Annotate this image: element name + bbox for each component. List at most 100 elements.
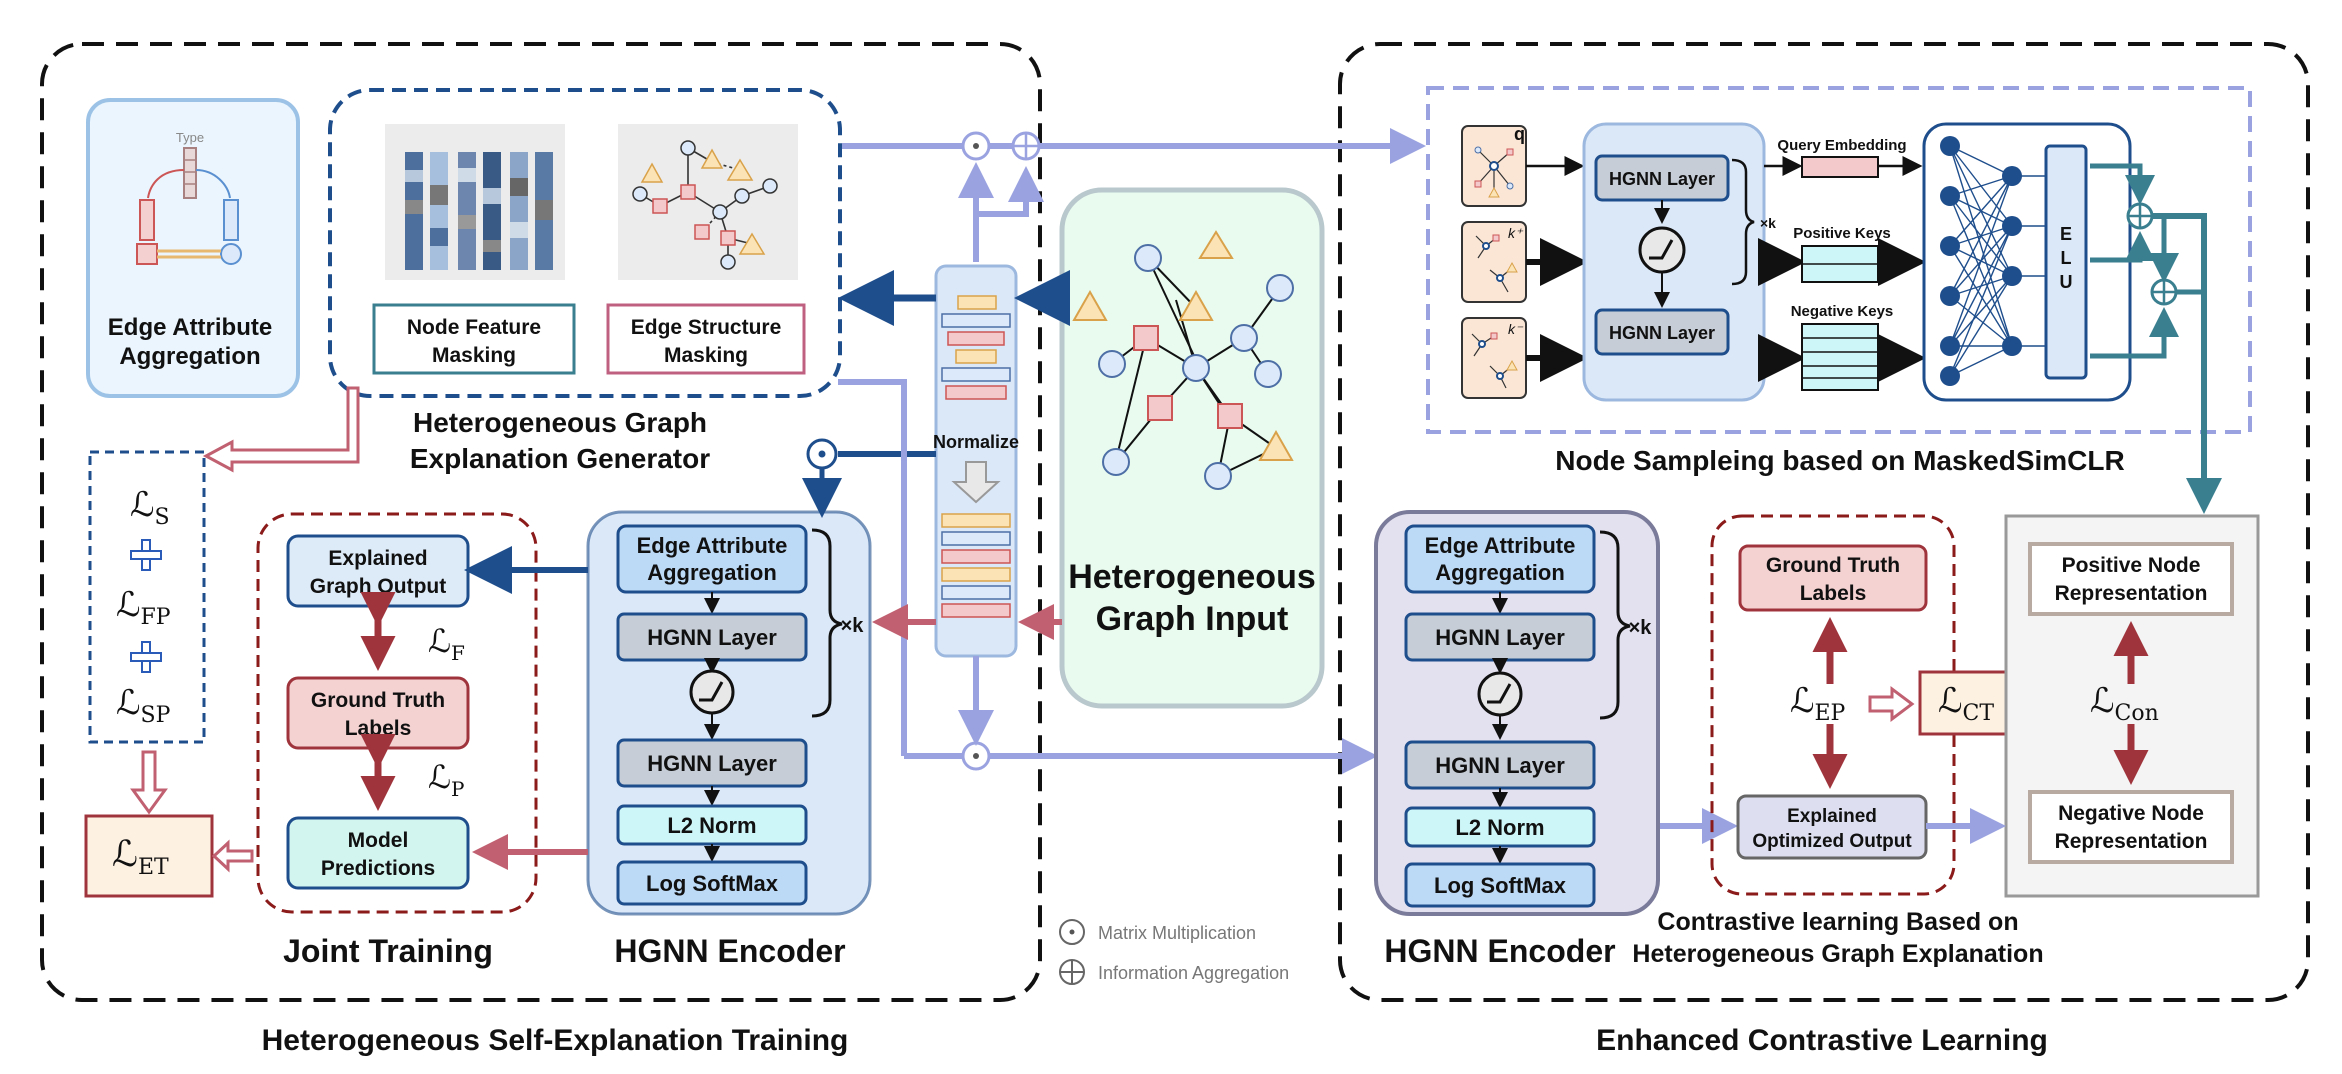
k-neg-label: k⁻	[1508, 321, 1524, 337]
normalize-branch-up-arrow	[976, 166, 1044, 217]
positive-line2: Representation	[2055, 582, 2208, 605]
negative-keys-label: Negative Keys	[1791, 303, 1894, 320]
model-predictions-box	[286, 816, 470, 890]
left-panel-title: Heterogeneous Self-Explanation Training	[262, 1024, 849, 1057]
svg-text:ℒFP: ℒFP	[116, 585, 171, 630]
node-sampling-title: Node Sampleing based on MaskedSimCLR	[1555, 445, 2124, 476]
gt-line2: Labels	[345, 717, 412, 740]
matrix-multiplication-icon	[806, 438, 838, 470]
explained-line1: Explained	[328, 547, 427, 570]
right-l2-norm-label: L2 Norm	[1455, 815, 1544, 840]
aggregation-icon	[1011, 131, 1041, 161]
edge-attr-label-line2: Aggregation	[119, 343, 260, 370]
right-repeat-label: ×k	[1629, 617, 1653, 639]
feature-columns	[405, 152, 553, 270]
right-panel-title: Enhanced Contrastive Learning	[1596, 1024, 2048, 1057]
right-explained-line2: Optimized Output	[1752, 831, 1912, 852]
edge-attr-label-line1: Edge Attribute	[108, 314, 272, 341]
right-log-softmax-label: Log SoftMax	[1434, 873, 1567, 898]
right-enc-edge-line2: Aggregation	[1435, 560, 1565, 585]
left-log-softmax	[616, 860, 808, 906]
left-encoder-title: HGNN Encoder	[614, 933, 845, 969]
svg-text:ℒSP: ℒSP	[116, 683, 171, 728]
graph-input-box: Heterogeneous Graph Input	[1059, 187, 1325, 709]
gt-line1: Ground Truth	[311, 689, 445, 712]
aggregation-icon	[2150, 278, 2178, 306]
pred-line1: Model	[348, 829, 409, 852]
contrastive-title-line1: Contrastive learning Based on	[1657, 908, 2018, 936]
right-gt-line2: Labels	[1800, 582, 1867, 605]
right-hgnn-encoder: Edge Attribute Aggregation HGNN Layer HG…	[1374, 510, 1660, 916]
svg-text:ℒS: ℒS	[130, 485, 170, 530]
aggregation-icon	[2126, 202, 2154, 230]
matrix-multiplication-icon	[1059, 919, 1085, 945]
sampling-hgnn-layer-2-label: HGNN Layer	[1609, 323, 1715, 343]
query-to-agg	[2090, 163, 2155, 205]
network-nodes	[1940, 136, 2022, 386]
legend: Matrix Multiplication Information Aggreg…	[1059, 919, 1289, 985]
loss-ep-sub: EP	[1815, 701, 1846, 726]
explained-line2: Graph Output	[310, 575, 446, 598]
graph-input-line2: Graph Input	[1096, 600, 1289, 638]
query-embedding-bar	[1801, 156, 1879, 178]
left-log-softmax-label: Log SoftMax	[646, 871, 779, 896]
normalize-column: Normalize	[933, 264, 1019, 658]
node-feature-line2: Masking	[432, 344, 516, 367]
network-edges	[1949, 145, 2046, 377]
loss-to-et-arrow	[130, 750, 168, 815]
graph-input-line1: Heterogeneous	[1068, 558, 1316, 596]
type-label: Type	[176, 130, 204, 145]
loss-f-sub: F	[451, 641, 465, 665]
elu-letter-l: L	[2061, 248, 2072, 268]
matrix-multiplication-icon	[961, 131, 991, 161]
edge-structure-image	[618, 124, 798, 280]
generator-to-loss-arrow	[202, 386, 360, 473]
edge-structure-line2: Masking	[664, 344, 748, 367]
representation-panel: Positive Node Representation Negative No…	[2004, 514, 2260, 898]
activation-icon	[1638, 226, 1686, 274]
legend-matrix-label: Matrix Multiplication	[1098, 923, 1256, 943]
loss-stack: ℒS ℒFP ℒSP	[88, 450, 206, 744]
legend-aggregation-label: Information Aggregation	[1098, 963, 1289, 983]
sampling-repeat-label: ×k	[1760, 215, 1776, 231]
pred-line2: Predictions	[321, 857, 435, 880]
contrastive-section: Ground Truth Labels Explained Optimized …	[1710, 514, 1956, 896]
svg-text:ℒP: ℒP	[428, 758, 465, 801]
left-hgnn-layer-2-label: HGNN Layer	[647, 751, 777, 776]
ep-to-ct-arrow	[1868, 686, 1915, 722]
right-hgnn-layer-1-label: HGNN Layer	[1435, 625, 1565, 650]
query-embedding-label: Query Embedding	[1777, 137, 1906, 154]
negative-line2: Representation	[2055, 830, 2208, 853]
right-log-softmax	[1404, 862, 1596, 908]
joint-to-et-arrow	[211, 839, 254, 873]
loss-ep-symbol: ℒ	[1790, 681, 1815, 721]
svg-text:ℒCon: ℒCon	[2090, 681, 2159, 726]
positive-keys-label: Positive Keys	[1793, 225, 1891, 242]
elu-box	[2044, 144, 2088, 380]
negative-keys-box	[1801, 323, 1879, 391]
loss-fp-sub: FP	[141, 605, 171, 630]
loss-ct-symbol: ℒ	[1938, 681, 1963, 721]
loss-sp-symbol: ℒ	[116, 683, 141, 723]
plus-icon	[130, 539, 162, 571]
agg-top-to-bottom	[2149, 213, 2179, 283]
svg-text:ℒET: ℒET	[112, 834, 169, 880]
node-feature-masking-box	[372, 303, 576, 375]
svg-text:ℒEP: ℒEP	[1790, 681, 1846, 726]
loss-et-symbol: ℒ	[112, 834, 138, 875]
right-gt-line1: Ground Truth	[1766, 554, 1900, 577]
left-enc-edge-line1: Edge Attribute	[637, 533, 788, 558]
sampling-hgnn-layer-2	[1594, 308, 1730, 356]
loss-ct-sub: CT	[1963, 701, 1995, 726]
right-hgnn-layer-2-label: HGNN Layer	[1435, 753, 1565, 778]
loss-p-symbol: ℒ	[428, 758, 451, 796]
svg-text:ℒCT: ℒCT	[1938, 681, 1994, 726]
elu-letter-u: U	[2060, 272, 2073, 292]
joint-training-title: Joint Training	[283, 933, 493, 969]
explanation-generator: Node Feature Masking Edge Structure Mask…	[328, 88, 842, 398]
left-l2-norm-label: L2 Norm	[667, 813, 756, 838]
loss-con-symbol: ℒ	[2090, 681, 2115, 721]
edge-attribute-aggregation-box: Type Edge Attribute Aggregation	[86, 98, 300, 398]
svg-text:ℒF: ℒF	[428, 622, 465, 665]
generator-title-line1: Heterogeneous Graph	[413, 407, 707, 438]
